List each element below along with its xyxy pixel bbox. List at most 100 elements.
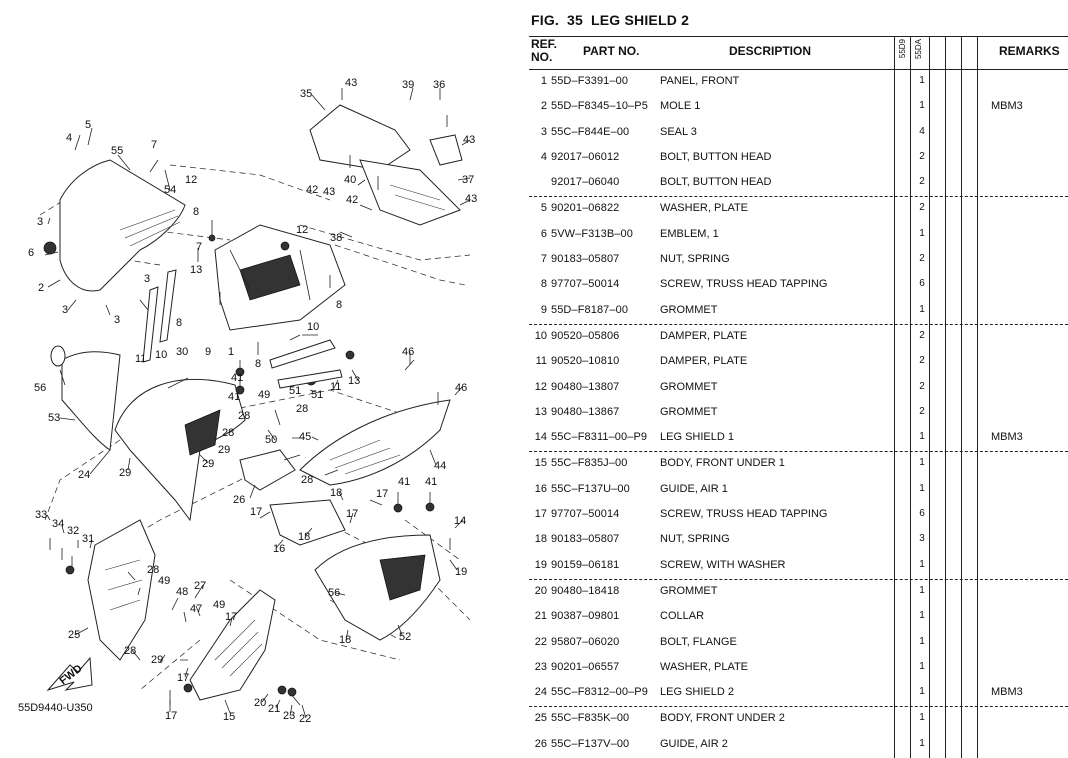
column-rule <box>894 36 895 758</box>
header-part-no: PART NO. <box>583 44 640 58</box>
ref-no-cell: 3 <box>540 125 547 138</box>
quantity-cell: 1 <box>919 584 925 596</box>
part-no-cell: 55D–F8187–00 <box>551 303 629 316</box>
ref-no-cell: 24 <box>534 686 547 699</box>
part-no-cell: 97707–50014 <box>551 278 620 291</box>
part-no-cell: 90387–09801 <box>551 610 620 623</box>
callout-8b: 8 <box>176 317 182 329</box>
callout-13a: 13 <box>190 264 202 276</box>
ref-no-cell: 13 <box>534 405 547 418</box>
callout-45: 45 <box>299 431 311 443</box>
quantity-cell: 1 <box>919 457 925 469</box>
quantity-cell: 1 <box>919 303 925 315</box>
callout-17c: 17 <box>376 488 388 500</box>
ref-no-cell: 15 <box>534 457 547 470</box>
callout-3a: 3 <box>37 216 43 228</box>
callout-18c: 18 <box>339 634 351 646</box>
header-description: DESCRIPTION <box>728 44 811 58</box>
header-remarks: REMARKS <box>999 44 1060 58</box>
callout-35: 35 <box>300 88 312 100</box>
description-cell: SCREW, WITH WASHER <box>660 558 786 571</box>
callout-11b: 11 <box>330 381 341 393</box>
ref-no-cell: 22 <box>534 635 547 648</box>
description-cell: GUIDE, AIR 1 <box>660 482 728 495</box>
description-cell: MOLE 1 <box>660 100 701 113</box>
description-cell: BOLT, BUTTON HEAD <box>660 176 772 189</box>
callout-32: 32 <box>67 525 79 537</box>
callout-53: 53 <box>48 412 60 424</box>
ref-no-cell: 6 <box>540 227 547 240</box>
group-separator <box>529 578 1068 580</box>
description-cell: DAMPER, PLATE <box>660 329 748 342</box>
group-separator <box>529 706 1068 708</box>
quantity-cell: 6 <box>919 508 925 520</box>
callout-43a: 43 <box>345 77 357 89</box>
damper-plate-parts <box>142 269 343 389</box>
ref-no-cell: 5 <box>540 202 547 215</box>
callout-47: 47 <box>190 603 202 615</box>
center-bracket-part <box>214 224 346 331</box>
description-cell: EMBLEM, 1 <box>660 227 719 240</box>
quantity-cell: 1 <box>919 75 925 86</box>
quantity-cell: 4 <box>919 125 925 137</box>
ref-no-cell: 1 <box>540 75 547 87</box>
callout-17d: 17 <box>225 611 237 623</box>
group-separator <box>529 451 1068 453</box>
callout-3d: 3 <box>144 273 150 285</box>
ref-no-cell: 23 <box>534 660 547 673</box>
part-no-cell: 90201–06557 <box>551 660 620 673</box>
remarks-cell: MBM3 <box>991 431 1023 444</box>
upper-right-bracket-part <box>309 104 463 226</box>
description-cell: NUT, SPRING <box>660 253 730 266</box>
callout-1: 1 <box>228 346 234 358</box>
diagram-code: 55D9440-U350 <box>18 702 93 714</box>
part-no-cell: 90159–06181 <box>551 558 620 571</box>
part-no-cell: 90480–13867 <box>551 405 620 418</box>
ref-no-cell: 18 <box>534 533 547 546</box>
callout-21: 21 <box>268 703 280 715</box>
part-no-cell: 55C–F835K–00 <box>551 712 630 725</box>
leg-shield-24-part <box>114 378 246 522</box>
part-no-cell: 55D–F8345–10–P5 <box>551 100 648 113</box>
callout-16: 16 <box>273 543 285 555</box>
description-cell: COLLAR <box>660 610 705 623</box>
callout-44: 44 <box>434 460 446 472</box>
ref-no-cell: 14 <box>534 431 547 444</box>
callout-49b: 49 <box>158 575 170 587</box>
quantity-cell: 2 <box>919 253 925 265</box>
callout-11a: 11 <box>135 353 146 365</box>
callout-28f: 28 <box>124 645 136 657</box>
callout-42b: 42 <box>346 194 358 206</box>
quantity-cell: 1 <box>919 712 925 724</box>
callout-8c: 8 <box>255 358 261 370</box>
quantity-cell: 3 <box>919 533 925 545</box>
callout-17f: 17 <box>165 710 177 722</box>
part-no-cell: 55C–F844E–00 <box>551 125 630 138</box>
callout-41b: 41 <box>228 391 240 403</box>
callout-9: 9 <box>205 346 211 358</box>
description-cell: BOLT, BUTTON HEAD <box>660 150 772 163</box>
ref-no-cell: 4 <box>540 150 547 163</box>
column-rule <box>961 36 962 758</box>
callout-14: 14 <box>454 515 466 527</box>
callout-6: 6 <box>28 247 34 259</box>
leg-shield-44-part <box>299 399 451 486</box>
description-cell: BODY, FRONT UNDER 2 <box>660 712 785 725</box>
callout-28d: 28 <box>301 474 313 486</box>
callout-7b: 7 <box>196 241 202 253</box>
description-cell: GROMMET <box>660 584 718 597</box>
